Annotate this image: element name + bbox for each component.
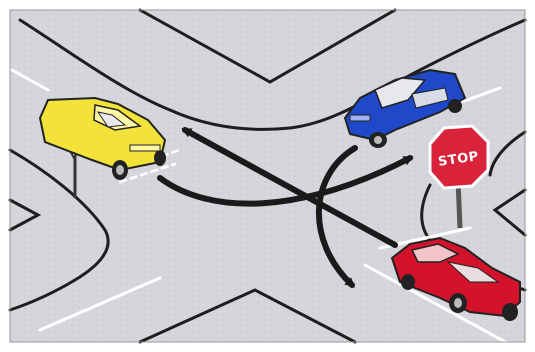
intersection-scene: STOP — [0, 0, 535, 352]
